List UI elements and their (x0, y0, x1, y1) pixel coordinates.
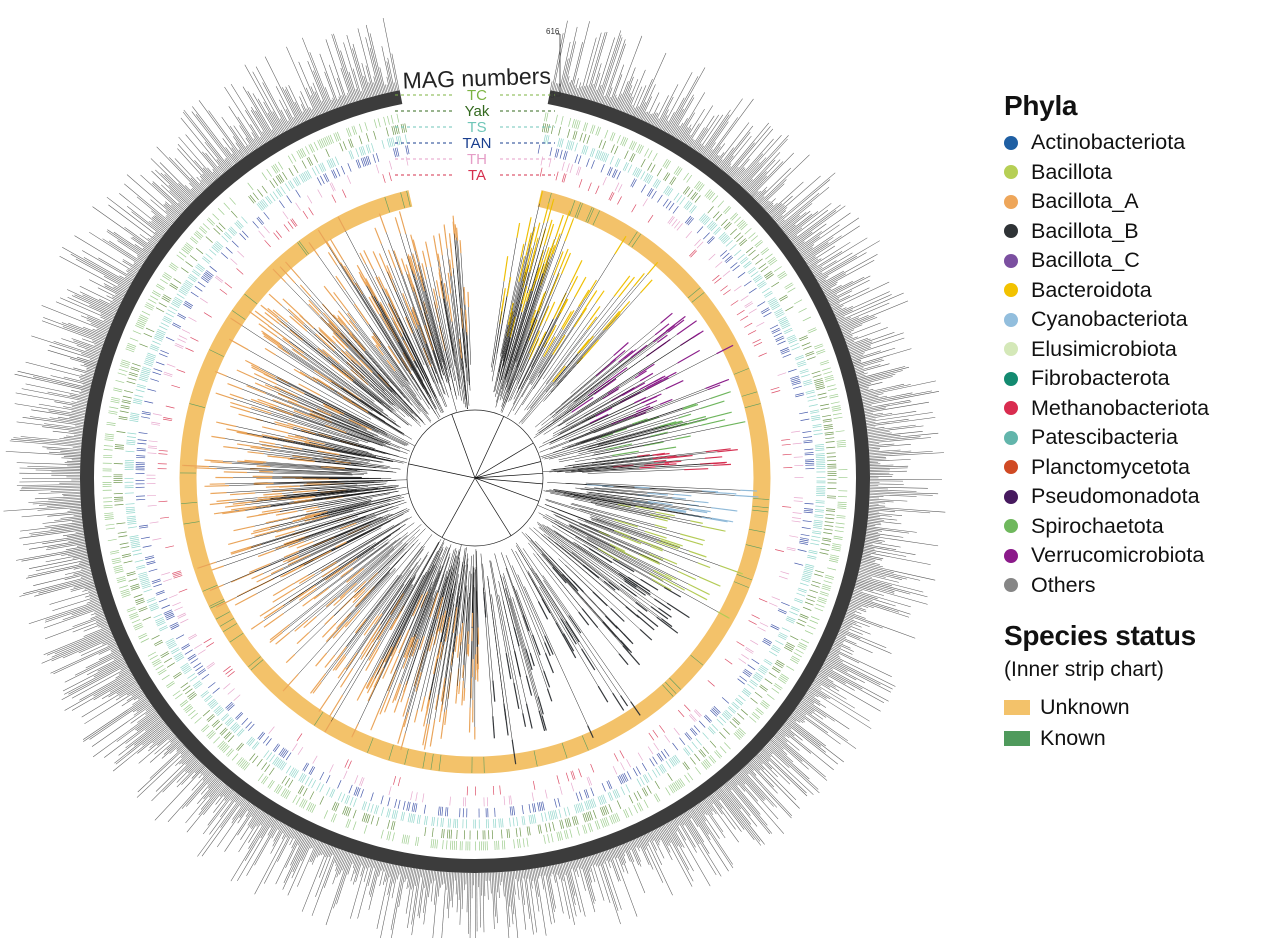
phyla-legend-item: Pseudomonadota (1004, 482, 1264, 512)
phylum-label: Others (1031, 572, 1096, 597)
phylum-color-dot-icon (1004, 253, 1018, 268)
phylogenetic-tree (182, 191, 759, 765)
phyla-legend-title: Phyla (1004, 90, 1078, 121)
phylum-color-dot-icon (1004, 548, 1018, 563)
histogram-min-label: 0 (550, 91, 555, 100)
phyla-legend-item: Spirochaetota (1004, 512, 1264, 542)
phylum-color-dot-icon (1004, 135, 1018, 150)
phylum-label: Elusimicrobiota (1031, 336, 1177, 361)
species-status-strip (179, 190, 771, 774)
track-label: TC (467, 87, 487, 104)
status-swatch-icon (1004, 700, 1030, 715)
phyla-legend-item: Others (1004, 571, 1264, 601)
phyla-legend-item: Elusimicrobiota (1004, 335, 1264, 365)
phylum-label: Methanobacteriota (1031, 395, 1210, 420)
phylum-label: Actinobacteriota (1031, 130, 1186, 155)
track-header: MAG numbers (402, 62, 551, 93)
phylum-color-dot-icon (1004, 312, 1018, 327)
species-status-title: Species status (1004, 620, 1196, 651)
phylum-label: Bacillota_C (1031, 248, 1140, 273)
phyla-legend-item: Bacillota_C (1004, 246, 1264, 276)
phylum-color-dot-icon (1004, 165, 1018, 180)
phylum-label: Pseudomonadota (1031, 484, 1200, 509)
histogram-scale: 616 0 (546, 27, 561, 100)
phyla-legend-item: Bacillota_B (1004, 217, 1264, 247)
phylum-color-dot-icon (1004, 460, 1018, 475)
status-label: Unknown (1040, 695, 1130, 719)
mag-number-histogram-ring (3, 17, 946, 938)
phyla-legend-item: Verrucomicrobiota (1004, 541, 1264, 571)
phyla-legend-item: Cyanobacteriota (1004, 305, 1264, 335)
track-label: TAN (463, 135, 492, 152)
phylum-color-dot-icon (1004, 401, 1018, 416)
species-status-item: Known (1004, 723, 1264, 754)
phylum-label: Bacillota_A (1031, 189, 1139, 214)
species-status-item: Unknown (1004, 692, 1264, 723)
phylum-color-dot-icon (1004, 342, 1018, 357)
phylum-color-dot-icon (1004, 283, 1018, 298)
track-label: TA (468, 167, 486, 184)
phylum-color-dot-icon (1004, 371, 1018, 386)
phyla-legend-item: Patescibacteria (1004, 423, 1264, 453)
phyla-legend-item: Methanobacteriota (1004, 394, 1264, 424)
phylum-color-dot-icon (1004, 489, 1018, 504)
sample-presence-rings (102, 112, 848, 851)
phylum-color-dot-icon (1004, 224, 1018, 239)
track-label: TH (467, 151, 487, 168)
phylum-label: Patescibacteria (1031, 425, 1178, 450)
phylum-color-dot-icon (1004, 519, 1018, 534)
track-label: Yak (465, 103, 490, 120)
phylum-label: Planctomycetota (1031, 454, 1190, 479)
phylum-label: Bacillota_B (1031, 218, 1139, 243)
phylum-color-dot-icon (1004, 578, 1018, 593)
histogram-max-label: 616 (546, 27, 560, 36)
phylum-label: Spirochaetota (1031, 513, 1164, 538)
phylum-label: Verrucomicrobiota (1031, 543, 1205, 568)
status-swatch-icon (1004, 731, 1030, 746)
phylum-label: Bacteroidota (1031, 277, 1152, 302)
phylum-label: Bacillota (1031, 159, 1113, 184)
phyla-legend-item: Bacteroidota (1004, 276, 1264, 306)
phyla-legend-item: Fibrobacterota (1004, 364, 1264, 394)
phylum-label: Fibrobacterota (1031, 366, 1170, 391)
phylum-color-dot-icon (1004, 194, 1018, 209)
phylum-color-dot-icon (1004, 430, 1018, 445)
species-status-subtitle: (Inner strip chart) (1004, 658, 1164, 681)
track-label: TS (467, 119, 486, 136)
status-label: Known (1040, 726, 1106, 750)
phyla-legend-item: Actinobacteriota (1004, 128, 1264, 158)
phyla-legend-item: Bacillota_A (1004, 187, 1264, 217)
phyla-legend-item: Bacillota (1004, 158, 1264, 188)
phyla-legend-item: Planctomycetota (1004, 453, 1264, 483)
phylum-label: Cyanobacteriota (1031, 307, 1188, 332)
